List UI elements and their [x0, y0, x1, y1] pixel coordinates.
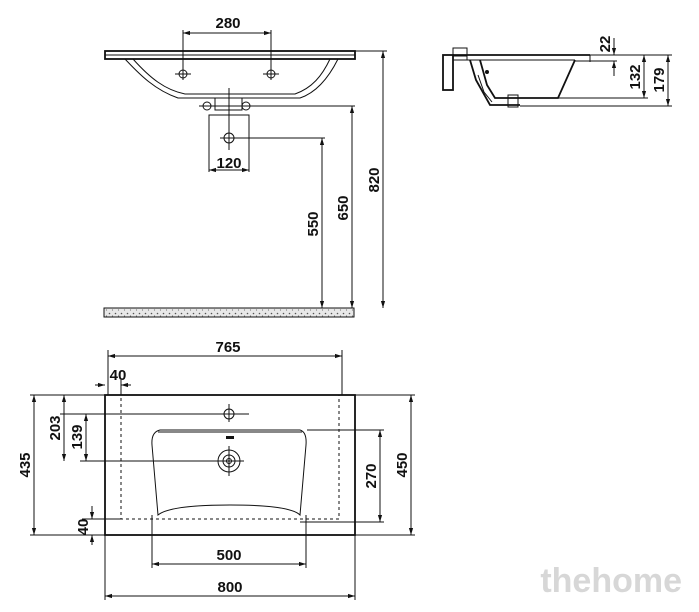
dim-22: 22	[597, 36, 614, 53]
basin-body	[124, 58, 339, 99]
side-view: 22 132 179	[442, 36, 672, 108]
inner-dashed-outline	[120, 394, 340, 520]
dim-280: 280	[215, 15, 240, 32]
top-outline	[104, 394, 356, 536]
dim-800: 800	[217, 579, 242, 596]
dim-139: 139	[69, 424, 86, 449]
dim-132: 132	[627, 64, 644, 89]
front-view: 280 120 550 650 820	[103, 15, 387, 318]
basin-section	[469, 59, 520, 106]
dim-820: 820	[366, 167, 383, 192]
dim-203: 203	[47, 415, 64, 440]
top-view: 765 40 203 139 435 40 270 450 500	[17, 339, 415, 600]
dim-500: 500	[216, 547, 241, 564]
dim-550: 550	[305, 211, 322, 236]
dim-435: 435	[17, 452, 34, 477]
bowl-outline	[151, 429, 307, 517]
dim-40-bottom: 40	[75, 519, 92, 536]
floor	[103, 307, 355, 318]
dim-40-top: 40	[110, 367, 127, 384]
watermark: thehome	[540, 562, 682, 600]
overflow-icon	[226, 436, 234, 439]
dim-120: 120	[216, 155, 241, 172]
dim-179: 179	[651, 67, 668, 92]
dim-450: 450	[394, 452, 411, 477]
dim-650: 650	[335, 195, 352, 220]
dim-765: 765	[215, 339, 240, 356]
dim-270: 270	[363, 463, 380, 488]
